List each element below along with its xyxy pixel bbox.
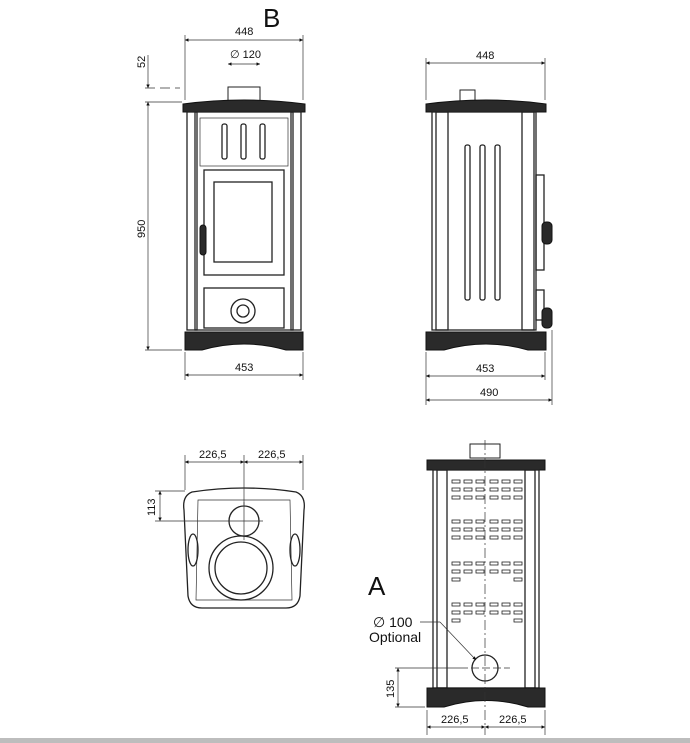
vent-slot	[513, 577, 523, 582]
vent-slot	[501, 610, 511, 615]
dim-back-half-left: 226,5	[441, 714, 469, 726]
vent-slot	[463, 569, 473, 574]
dim-flue-height: 52	[136, 56, 148, 68]
vent-slot	[513, 519, 523, 524]
vent-slot	[513, 527, 523, 532]
vent-slot	[451, 535, 461, 540]
bottom-border	[0, 738, 690, 743]
vent-slot	[451, 602, 461, 607]
vent-slot	[451, 527, 461, 532]
vent-slot	[475, 495, 485, 500]
opt-note-label: Optional	[369, 629, 421, 645]
dim-front-width-top: 448	[235, 26, 253, 38]
dim-top-half-left: 226,5	[199, 449, 227, 461]
vent-slot	[501, 569, 511, 574]
ash-door	[203, 287, 285, 329]
vent-slot	[501, 527, 511, 532]
vent-slot	[463, 487, 473, 492]
vent-slot	[475, 479, 485, 484]
vent-slot	[463, 610, 473, 615]
vent-slot	[475, 561, 485, 566]
vent-slot	[451, 519, 461, 524]
vent-slot	[463, 519, 473, 524]
vent-slot	[451, 479, 461, 484]
side-view: 448 453 490	[425, 50, 553, 405]
vent-slot	[501, 519, 511, 524]
vent-slot	[489, 569, 499, 574]
top-view: 226,5 226,5 113	[146, 449, 305, 609]
vent-slot	[513, 602, 523, 607]
dim-front-width-base: 453	[235, 362, 253, 374]
vent-slot	[513, 561, 523, 566]
vent-slot	[463, 479, 473, 484]
door-handle	[199, 224, 207, 256]
vent-slot	[463, 602, 473, 607]
fire-door	[203, 169, 285, 276]
vent-slot	[501, 487, 511, 492]
front-view: B 448 ∅ 120 52 950 453	[136, 3, 306, 380]
dim-side-width-top: 448	[476, 50, 494, 62]
vent-slot	[501, 535, 511, 540]
dim-flue-offset: 113	[146, 498, 158, 516]
base	[184, 331, 304, 351]
vent-slot	[463, 535, 473, 540]
dim-flue-diameter: ∅ 120	[230, 49, 261, 61]
vent-slot	[463, 495, 473, 500]
vent-slot	[475, 535, 485, 540]
vent-slot	[513, 618, 523, 623]
vent-slot	[513, 535, 523, 540]
vent-slot	[475, 569, 485, 574]
vent-slot	[451, 569, 461, 574]
view-label-b: B	[263, 3, 280, 33]
vent-slot	[475, 602, 485, 607]
vent-slot	[451, 495, 461, 500]
vent-slot	[451, 487, 461, 492]
vent-slot	[489, 519, 499, 524]
dim-hole-height: 135	[385, 680, 397, 698]
dim-height: 950	[136, 220, 148, 238]
vent-slot	[475, 487, 485, 492]
vent-slot	[451, 577, 461, 582]
vent-slot	[489, 561, 499, 566]
vent-slot	[475, 519, 485, 524]
vent-slot	[489, 535, 499, 540]
opt-diameter-label: ∅ 100	[373, 614, 413, 630]
vent-slot	[489, 602, 499, 607]
vent-slot	[513, 610, 523, 615]
vent-slot	[451, 561, 461, 566]
vent-grid	[451, 479, 523, 623]
vent-slot	[513, 479, 523, 484]
dim-side-width-base: 453	[476, 363, 494, 375]
vent-slot	[501, 495, 511, 500]
vent-slot	[489, 527, 499, 532]
top-plate	[182, 99, 306, 113]
back-view: A ∅ 100 Optional 135 226,5 226,5	[368, 440, 546, 735]
vent-slot	[513, 569, 523, 574]
vent-slot	[451, 610, 461, 615]
vent-slot	[489, 495, 499, 500]
vent-slot	[489, 610, 499, 615]
vent-slot	[451, 618, 461, 623]
vent-slot	[501, 561, 511, 566]
vent-slot	[463, 561, 473, 566]
vent-slot	[475, 610, 485, 615]
side-door-handle	[541, 221, 553, 245]
vent-slot	[501, 602, 511, 607]
vent-slot	[489, 487, 499, 492]
vent-slot	[513, 487, 523, 492]
vent-slot	[463, 527, 473, 532]
vent-slot	[513, 495, 523, 500]
dim-top-half-right: 226,5	[258, 449, 286, 461]
vent-slot	[475, 527, 485, 532]
vent-slot	[489, 479, 499, 484]
dim-side-depth: 490	[480, 387, 498, 399]
vent-slot	[501, 479, 511, 484]
view-label-a: A	[368, 571, 386, 601]
dim-back-half-right: 226,5	[499, 714, 527, 726]
